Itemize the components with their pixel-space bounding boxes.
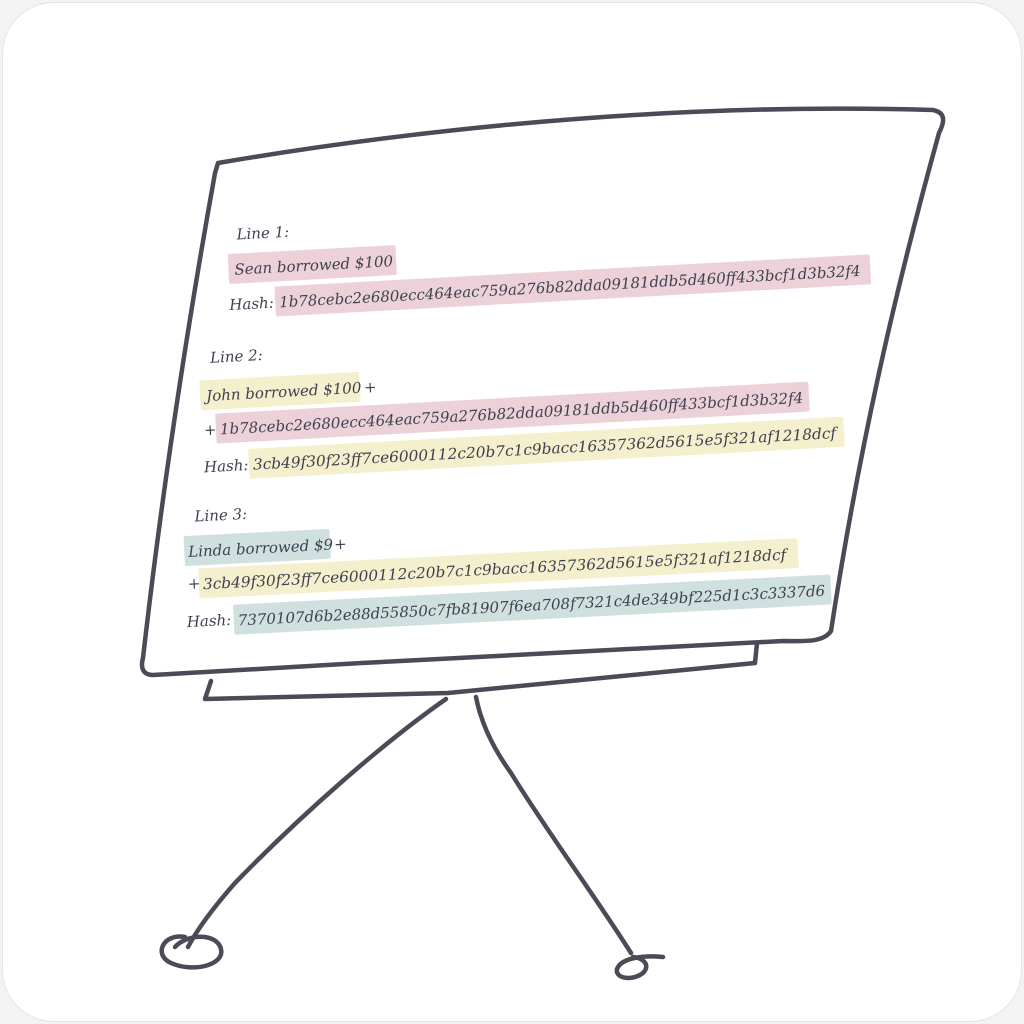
block-line-3: Line 3: Linda borrowed $9 + + 3cb49f30f2… <box>183 505 832 635</box>
line-2-plus-prefix: + <box>204 421 218 440</box>
easel-left-foot <box>159 934 224 970</box>
whiteboard-scene: Line 1: Sean borrowed $100 Hash: 1b78ceb… <box>139 106 946 981</box>
line-3-plus-prefix: + <box>187 574 200 593</box>
line-1-text-highlight <box>227 245 397 284</box>
easel-right-leg <box>473 694 634 956</box>
line-3-hash-label: Hash: <box>185 611 231 631</box>
line-2-hash-highlight <box>248 416 845 479</box>
line-2-prev-hash-highlight <box>215 381 810 444</box>
line-3-text-highlight <box>183 528 331 567</box>
easel-right-foot <box>614 954 666 981</box>
line-3-label: Line 3: <box>193 505 248 526</box>
block-line-2: Line 2: John borrowed $100 + + 1b78cebc2… <box>199 346 845 479</box>
line-1-hash-label: Hash: <box>228 294 274 314</box>
line-1-label: Line 1: <box>235 223 290 244</box>
line-2-hash-label: Hash: <box>203 456 249 476</box>
line-1-hash-highlight <box>274 254 872 317</box>
line-2-label: Line 2: <box>209 346 264 367</box>
line-3-hash-highlight <box>233 574 832 635</box>
line-3-plus: + <box>334 535 347 554</box>
board-tray <box>202 640 760 702</box>
board-content: Line 1: Sean borrowed $100 Hash: 1b78ceb… <box>183 223 872 635</box>
line-2-plus: + <box>363 378 377 397</box>
line-3-prev-hash-highlight <box>198 538 799 599</box>
line-2-text-highlight <box>199 371 361 411</box>
easel-left-leg <box>185 696 449 950</box>
